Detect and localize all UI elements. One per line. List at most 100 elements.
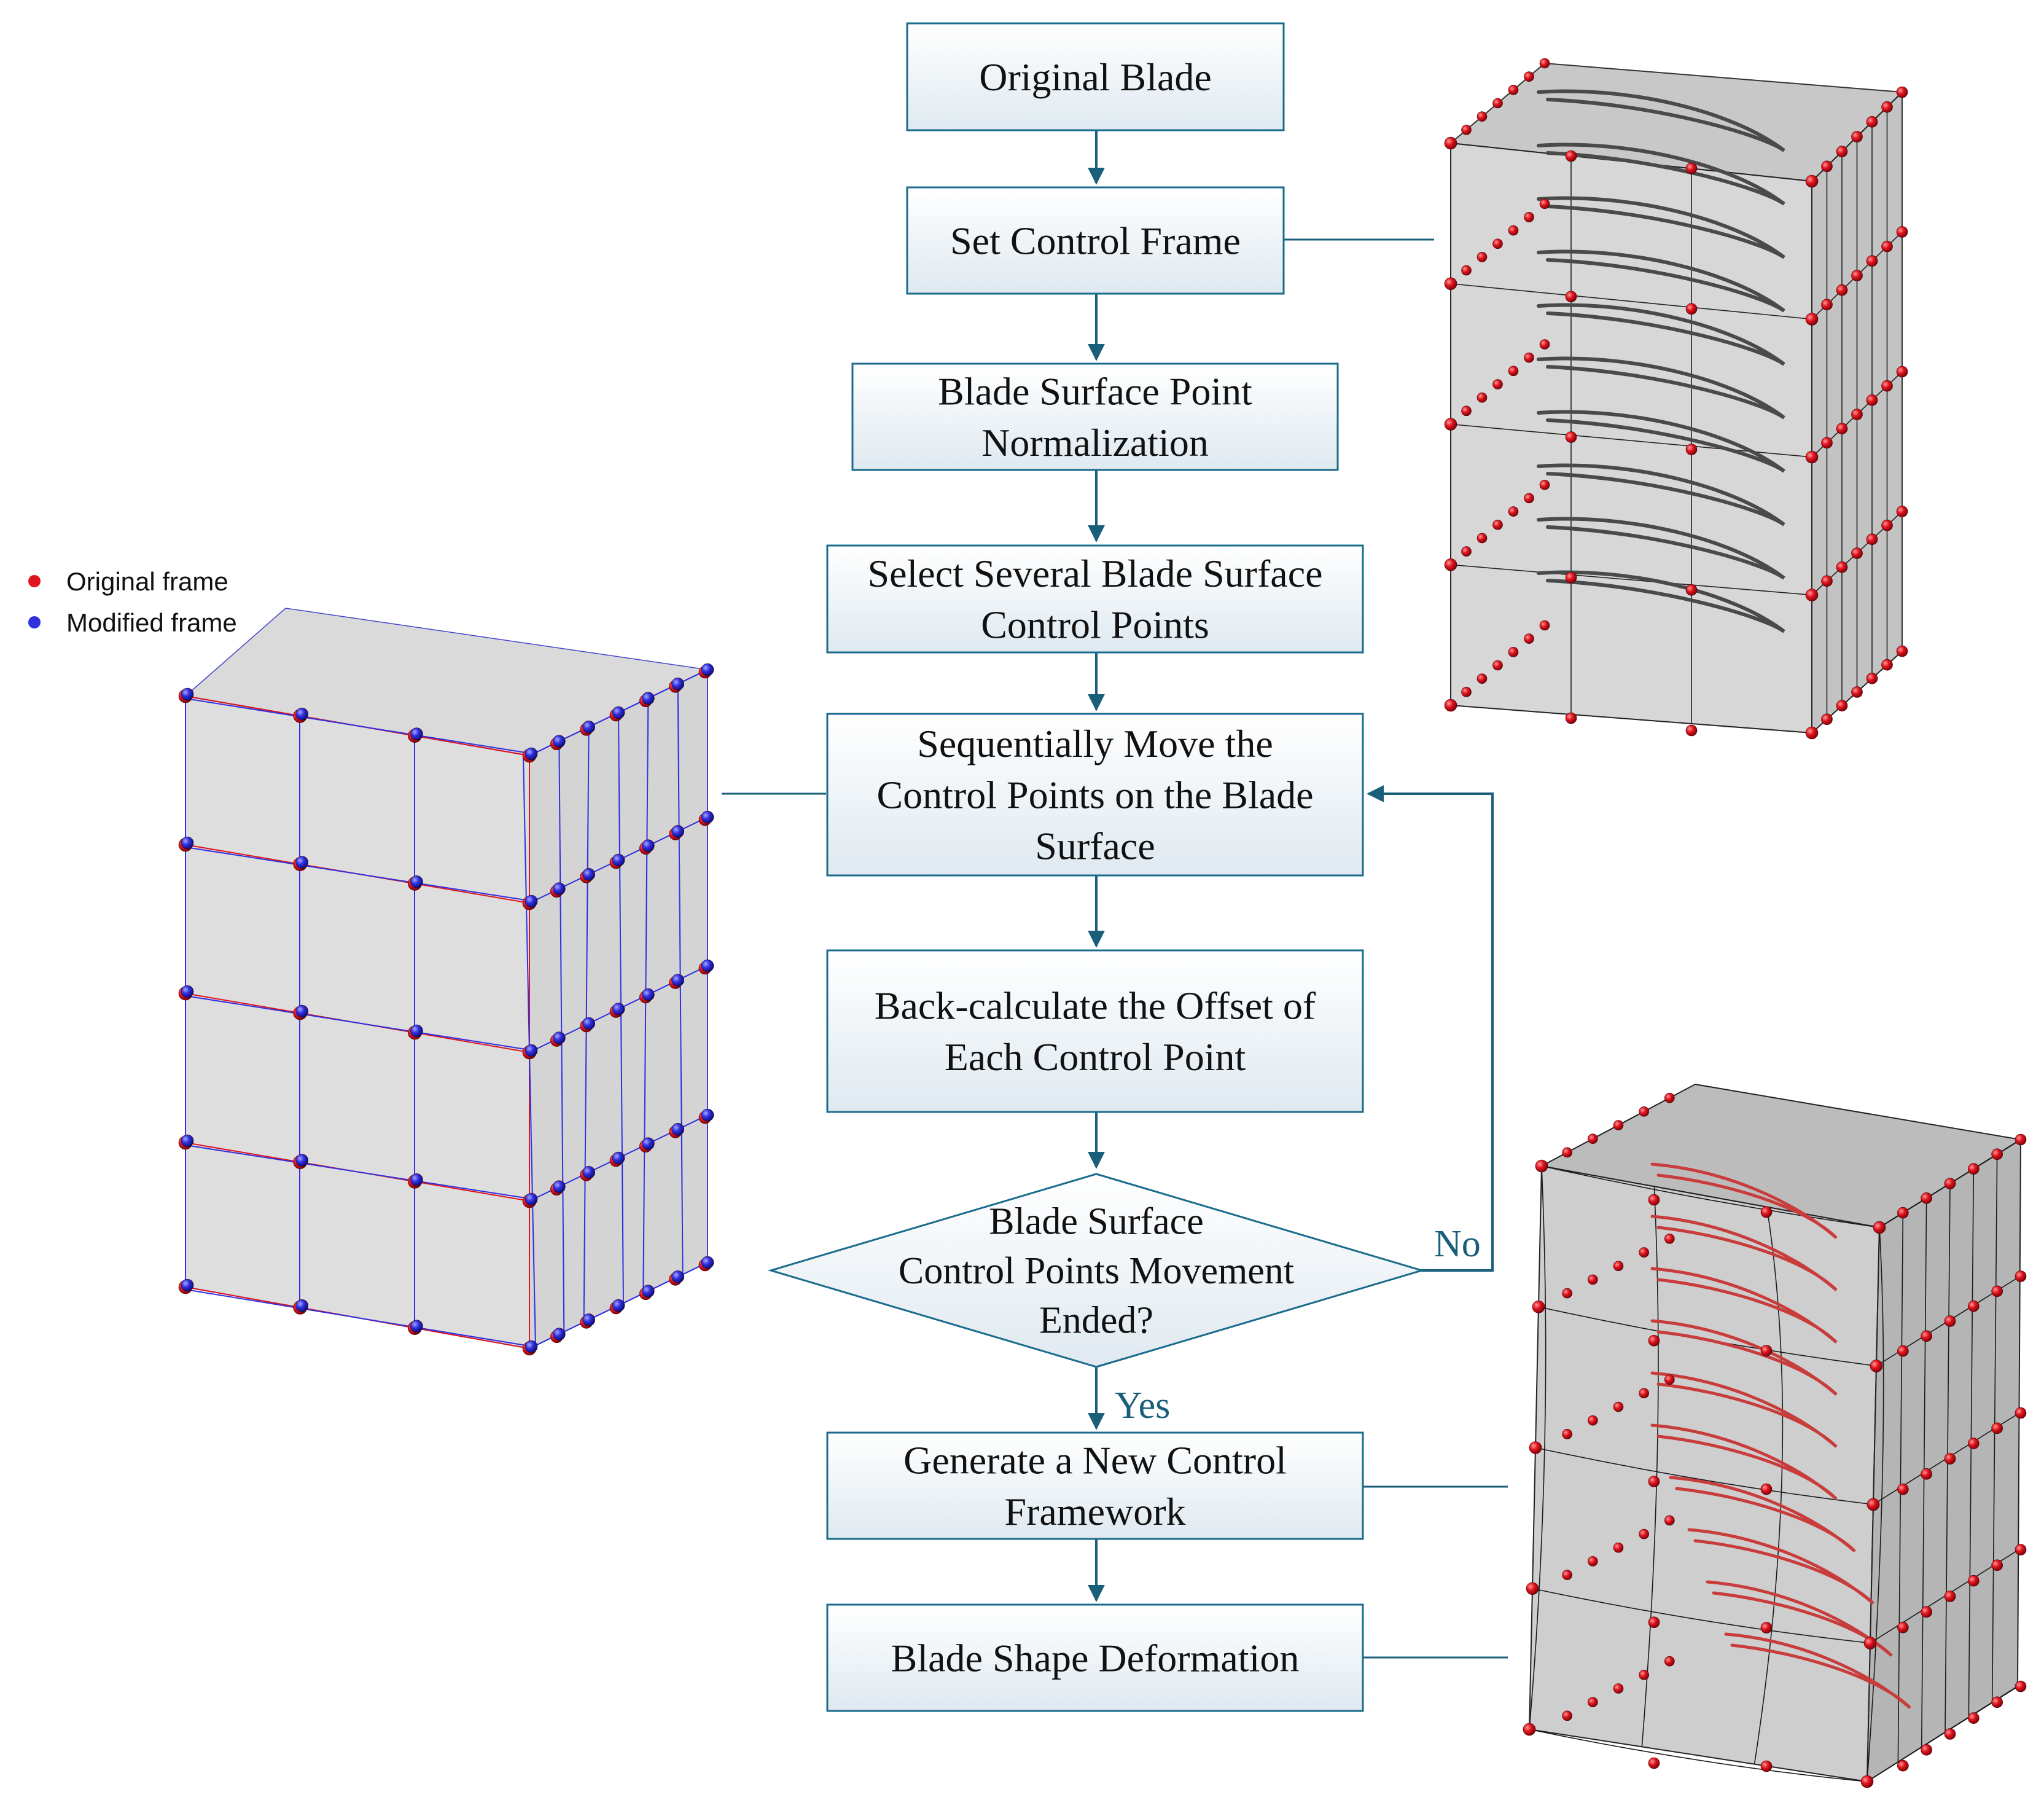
control-point	[1685, 303, 1698, 315]
control-point	[1476, 111, 1488, 122]
control-point	[1881, 380, 1893, 392]
modified-control-point	[612, 706, 625, 719]
control-point	[1613, 1683, 1624, 1694]
modified-control-point	[701, 1256, 714, 1269]
step-label-line: Back-calculate the Offset of	[875, 984, 1316, 1028]
control-point	[1613, 1401, 1624, 1412]
modified-control-point	[553, 1180, 566, 1193]
control-point	[1492, 660, 1503, 671]
control-point	[1685, 724, 1698, 737]
flow-connectors	[722, 130, 1508, 1659]
modified-control-point	[642, 1137, 655, 1150]
step-set-control-frame: Set Control Frame	[906, 186, 1285, 295]
modified-control-point	[295, 1299, 308, 1312]
modified-control-point	[642, 839, 655, 852]
control-point	[1444, 558, 1457, 571]
modified-control-point	[525, 1340, 538, 1353]
control-point	[1476, 533, 1488, 544]
step-label-line: Select Several Blade Surface	[868, 552, 1323, 595]
control-point	[1565, 431, 1577, 443]
yes-label: Yes	[1115, 1385, 1170, 1426]
control-point	[1524, 212, 1534, 222]
step-label-line: Control Points on the Blade	[876, 773, 1313, 816]
control-point	[1508, 366, 1519, 377]
step-label-line: Ended?	[1039, 1300, 1153, 1342]
legend: Original frame Modified frame	[28, 567, 237, 637]
control-point	[1444, 418, 1457, 431]
control-point	[1805, 726, 1819, 740]
control-point	[1760, 1345, 1773, 1356]
control-point	[1565, 150, 1577, 162]
modified-control-point	[612, 1003, 625, 1015]
modified-control-point	[671, 1123, 684, 1136]
control-point	[1897, 1483, 1909, 1495]
control-point	[1492, 379, 1503, 389]
control-point	[1588, 1274, 1598, 1285]
modified-control-point	[612, 853, 625, 867]
control-point	[1613, 1261, 1624, 1272]
control-point	[1588, 1697, 1598, 1707]
modified-control-point	[671, 1270, 684, 1283]
control-point	[1921, 1330, 1932, 1342]
control-point	[1760, 1622, 1773, 1634]
decision-diamond	[767, 1173, 1426, 1368]
control-point	[1873, 1221, 1886, 1234]
control-point	[1588, 1415, 1598, 1426]
step-label-line: Control Points	[981, 603, 1209, 646]
control-point	[1896, 366, 1908, 378]
control-point	[1805, 313, 1819, 326]
control-point	[2015, 1544, 2027, 1555]
control-point	[1896, 86, 1908, 98]
deformed-control-points	[1523, 1092, 2027, 1788]
control-point	[1870, 1360, 1883, 1372]
control-point	[1461, 546, 1472, 557]
control-point	[1565, 571, 1577, 584]
modified-control-point	[701, 663, 714, 676]
control-point	[1562, 1710, 1572, 1721]
control-point	[1539, 198, 1550, 209]
control-point	[1991, 1559, 2003, 1571]
control-point	[1685, 584, 1698, 596]
control-point	[1524, 633, 1534, 644]
control-point	[1664, 1515, 1675, 1526]
legend-label-modified: Modified frame	[66, 608, 237, 637]
original-control-points	[1444, 58, 1908, 740]
control-point	[1821, 160, 1833, 173]
modified-control-point	[701, 959, 714, 972]
control-point	[1991, 1696, 2003, 1708]
control-point	[2015, 1270, 2027, 1282]
step-label-line: Original Blade	[979, 55, 1212, 99]
frame-control-points	[178, 663, 714, 1356]
control-point	[1968, 1163, 1980, 1175]
legend-label-original: Original frame	[66, 567, 228, 596]
step-label-line: Each Control Point	[945, 1035, 1246, 1079]
control-point	[1648, 1757, 1660, 1769]
frame-front-face	[1450, 142, 1812, 734]
step-box	[826, 1431, 1364, 1540]
step-label-line: Generate a New Control	[903, 1439, 1287, 1482]
control-point	[1685, 444, 1698, 455]
deformed-frame-illustration	[1523, 1083, 2027, 1788]
control-point	[1805, 174, 1819, 188]
arrow-no-loop	[1367, 785, 1494, 1272]
control-point	[1639, 1670, 1649, 1680]
modified-control-point	[582, 1313, 595, 1326]
control-point	[1968, 1438, 1980, 1449]
modified-control-point	[701, 1108, 714, 1122]
control-point	[1562, 1288, 1572, 1299]
modified-control-point	[612, 1299, 625, 1312]
control-point	[1539, 479, 1550, 490]
modified-control-point	[553, 735, 566, 748]
step-label-line: Framework	[1004, 1490, 1185, 1533]
modified-control-point	[181, 687, 194, 701]
modified-control-point	[525, 894, 538, 908]
control-point	[1508, 85, 1519, 95]
control-point	[1461, 125, 1472, 135]
control-point	[1944, 1453, 1956, 1465]
control-point	[1648, 1334, 1660, 1347]
original-control-frame-illustration	[1444, 58, 1908, 740]
original-vs-modified-frame-illustration	[178, 608, 714, 1356]
control-point	[1613, 1120, 1624, 1130]
